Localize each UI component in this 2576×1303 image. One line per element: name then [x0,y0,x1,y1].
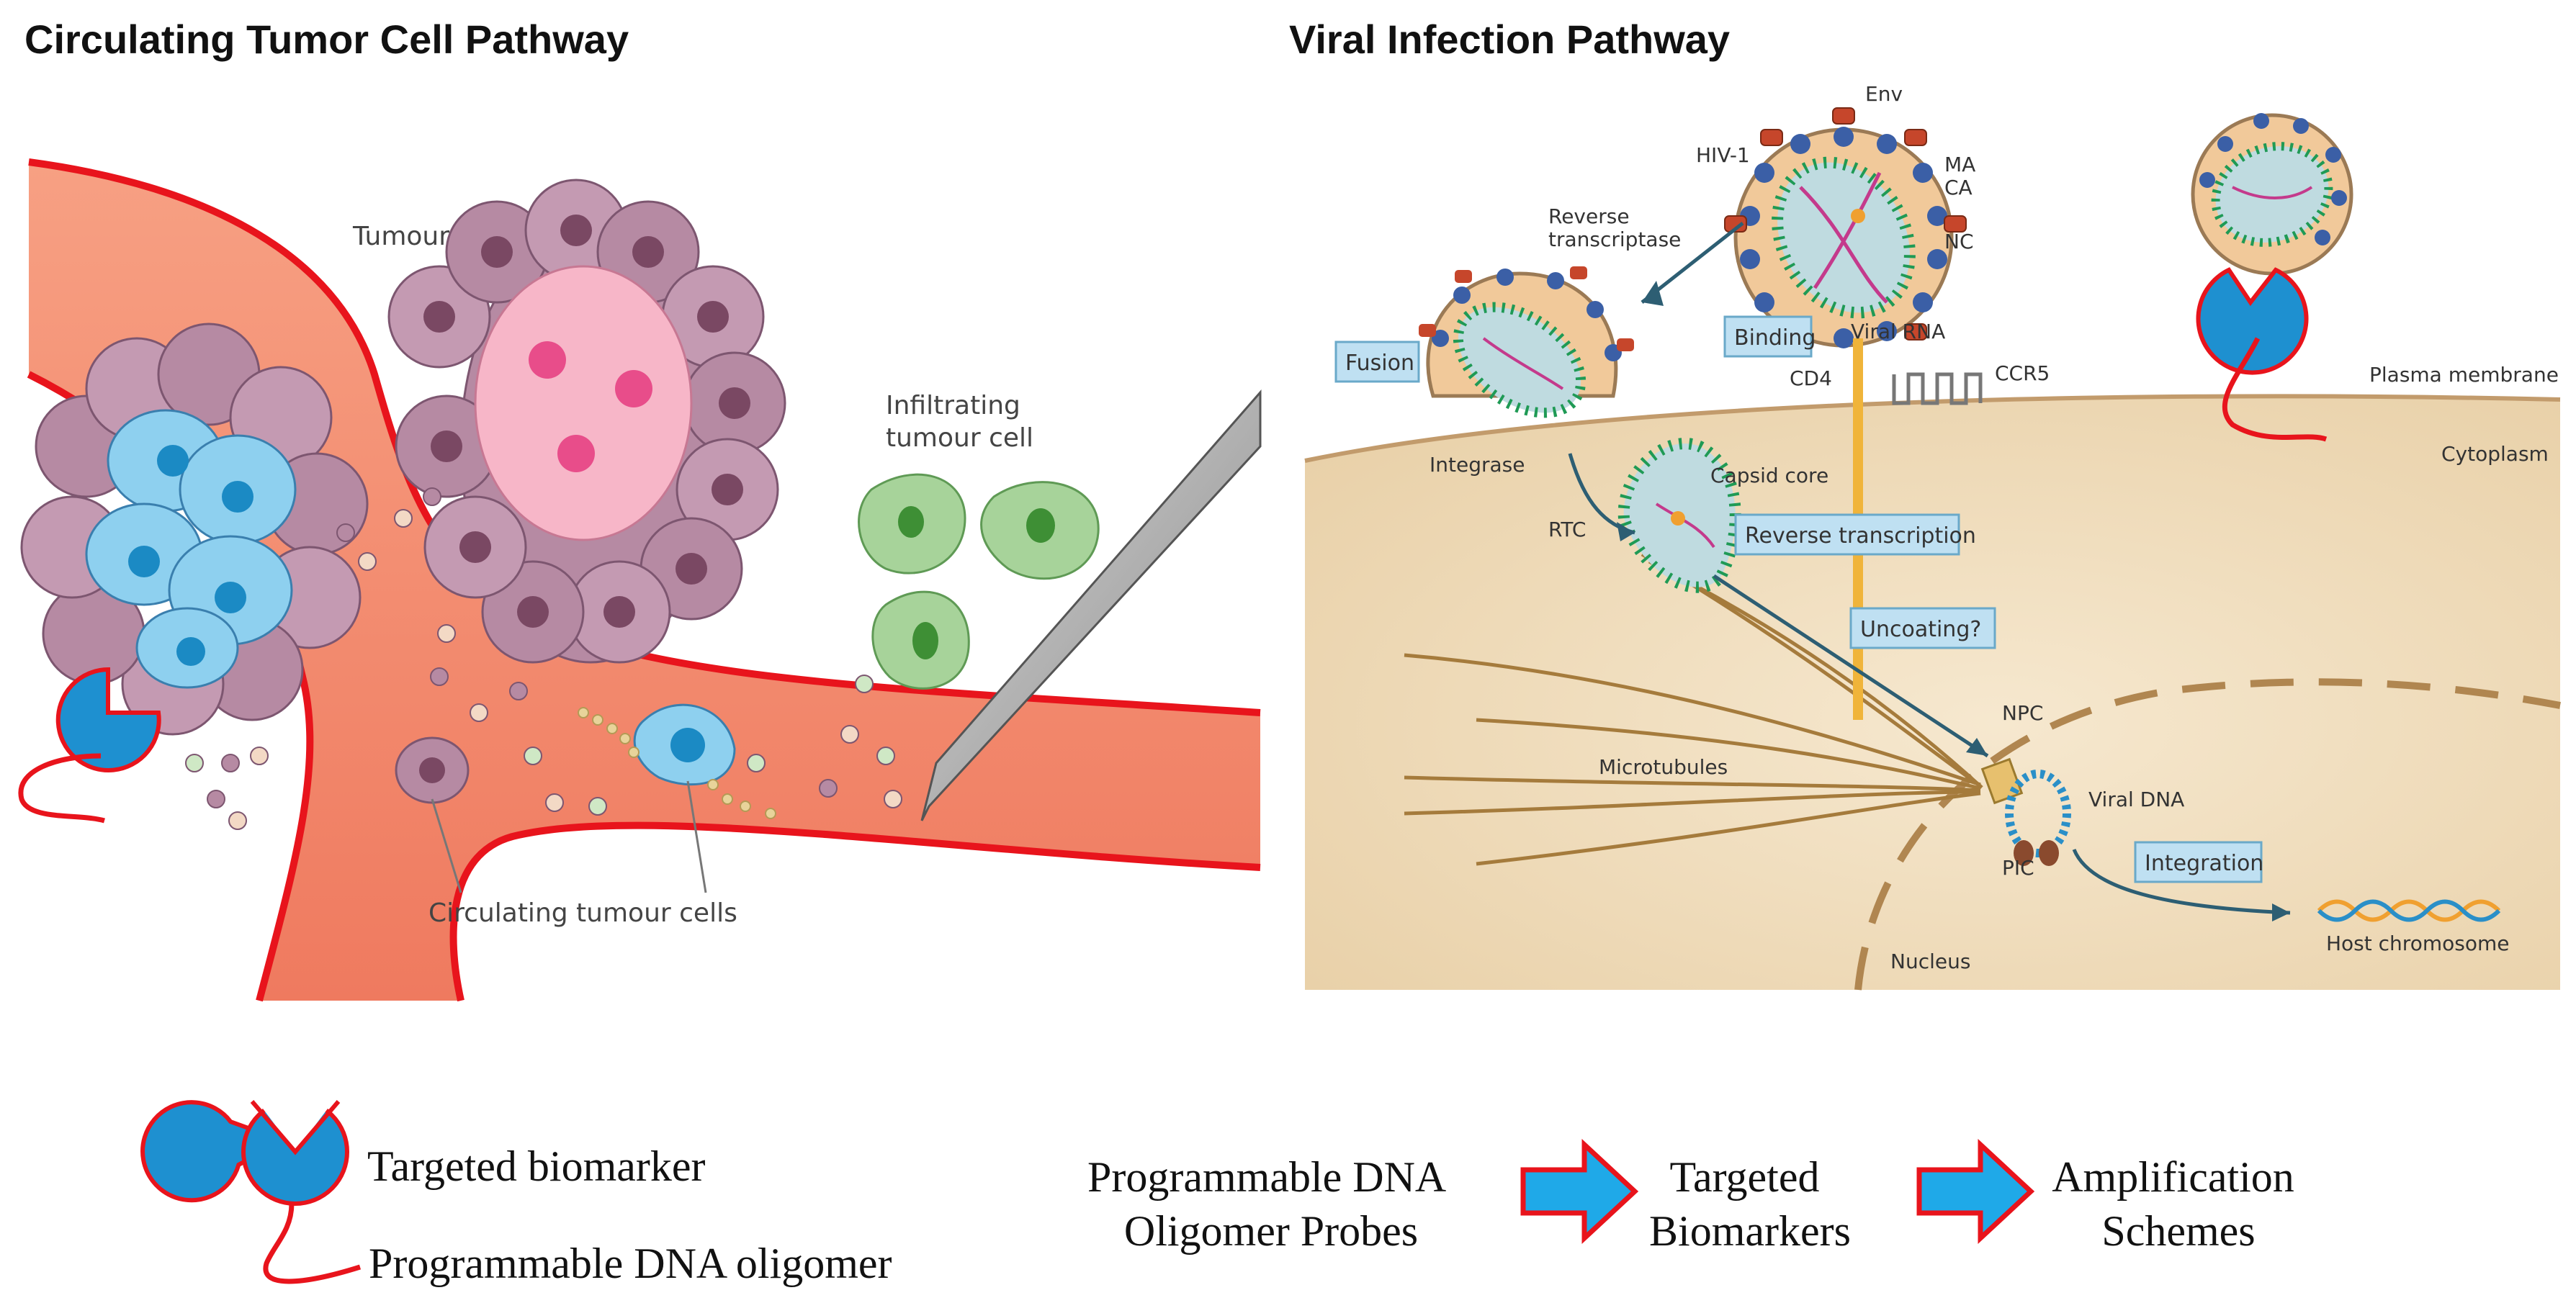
nc-label: NC [1944,230,1974,253]
cytoplasm-label: Cytoplasm [2441,442,2549,466]
reverse-transcription-label: Reverse transcription [1745,523,1976,549]
flow-arrow-1 [1520,1138,1639,1245]
binding-label: Binding [1734,325,1816,351]
microtubules-label: Microtubules [1599,755,1728,779]
capsid-core [1617,438,1741,593]
pic-label: PIC [2002,856,2034,880]
hiv1-label: HIV-1 [1696,143,1750,167]
rt-line1: Reverse [1548,204,1630,228]
microtubules [1404,552,1983,866]
biomarker-probe [18,667,161,824]
needle [920,389,1262,821]
hiv-virion-bound [2191,113,2353,442]
nucleus-label: Nucleus [1890,950,1970,973]
host-chromosome [2317,899,2501,922]
left-tumour-cluster [20,323,369,736]
fusing-virion [1419,266,1634,418]
ca-label: CA [1944,176,1973,199]
viral-rna-label: Viral RNA [1851,320,1945,343]
ccr5-receptor [1892,372,1983,405]
circulating-tumour-cell [395,736,470,804]
hiv-virion [1724,107,1967,348]
right-panel-title: Viral Infection Pathway [1289,17,1731,62]
ccr5-label: CCR5 [1995,361,2050,385]
viral-panel: Fusion Binding Reverse transcription Unc… [1304,82,2561,991]
legend-biomarker-text: Targeted biomarker [367,1142,706,1190]
flow-step-2: Targeted Biomarkers [1649,1153,1851,1255]
blood-vessel [29,162,1260,1001]
viral-dna [2005,770,2071,866]
ctc-panel: Tumour Infiltrating tumour cell Circulat… [18,144,1262,1002]
oligomer-legend-icon [263,1203,362,1284]
infiltrating-label-text: Infiltrating [886,391,1020,420]
fusion-label: Fusion [1345,351,1414,376]
circulating-tumour-cell [633,703,736,786]
flow-step-3: Amplification Schemes [2052,1153,2305,1255]
infiltrating-label-line2: tumour cell [886,423,1033,453]
integrase-label: Integrase [1430,453,1525,477]
npc-label: NPC [2002,701,2043,725]
legend-oligomer-text: Programmable DNA oligomer [369,1240,892,1287]
rt-line2: transcriptase [1548,227,1681,251]
tumour-label: Tumour [352,222,449,251]
rtc-label: RTC [1548,518,1586,541]
ctc-label: Circulating tumour cells [428,898,737,928]
ma-label: MA [1944,153,1975,176]
host-chromosome-label: Host chromosome [2326,932,2509,955]
legend: Targeted biomarker Programmable DNA olig… [140,1094,2305,1287]
flow-step-1: Programmable DNA Oligomer Probes [1087,1153,1455,1255]
left-panel-title: Circulating Tumor Cell Pathway [24,17,629,62]
cd4-label: CD4 [1790,366,1832,390]
flow-arrow-2 [1916,1138,2035,1245]
viral-dna-label: Viral DNA [2088,788,2184,811]
biomarker-legend-icon [140,1094,349,1206]
uncoating-label: Uncoating? [1860,617,1981,642]
nucleus-envelope [1854,678,2561,991]
plasma-membrane-label: Plasma membrane [2369,363,2559,387]
capsid-core-label: Capsid core [1710,464,1828,487]
integration-label: Integration [2145,851,2263,876]
infiltrating-label: Infiltrating tumour cell [886,391,1033,453]
env-label: Env [1865,82,1903,106]
